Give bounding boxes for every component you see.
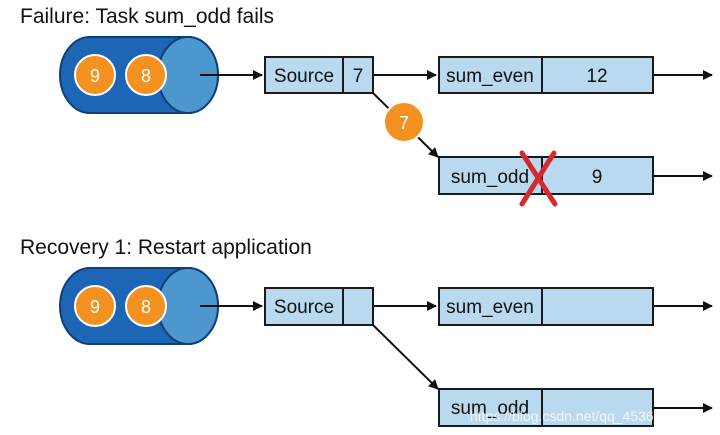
failure-x-icon — [519, 150, 558, 207]
input-queue: 9 8 — [59, 36, 219, 114]
sum-even-label-box — [438, 287, 543, 326]
sum-even-state-box — [541, 287, 654, 326]
source-state: 7 — [353, 66, 364, 87]
recovery-panel: Recovery 1: Restart application 9 8 Sour… — [20, 236, 713, 427]
recovery-title: Recovery 1: Restart application — [20, 236, 312, 259]
watermark: https://blog.csdn.net/qq_45366017 — [470, 408, 685, 424]
sum-even-task: sum_even — [438, 287, 654, 326]
source-state-box — [342, 56, 374, 94]
input-queue: 9 8 — [59, 267, 219, 345]
queue-ball-label: 9 — [90, 66, 100, 86]
source-state-box — [342, 287, 374, 326]
queue-ball — [74, 54, 116, 96]
sum-odd-state: 9 — [592, 167, 603, 188]
sum-even-task: sum_even 12 — [438, 56, 654, 94]
source-label: Source — [274, 297, 334, 318]
failure-panel: Failure: Task sum_odd fails 9 8 Source 7… — [20, 5, 713, 207]
sum-odd-task: sum_odd 9 — [438, 150, 654, 207]
source-task: Source 7 — [264, 56, 374, 94]
in-flight-ball-label: 7 — [399, 113, 409, 133]
queue-ball — [125, 54, 167, 96]
queue-ball — [74, 285, 116, 327]
sum-odd-state-box — [541, 388, 654, 427]
sum-even-state: 12 — [586, 66, 607, 87]
queue-ball-label: 8 — [141, 66, 151, 86]
source-label-box — [264, 56, 344, 94]
source-task: Source — [264, 287, 374, 326]
in-flight-record: 7 — [383, 101, 425, 143]
sum-odd-label: sum_odd — [451, 167, 529, 188]
queue-ball-label: 8 — [141, 297, 151, 317]
source-to-odd-arrow — [371, 323, 439, 390]
sum-even-label: sum_even — [446, 66, 534, 87]
sum-even-label-box — [438, 56, 543, 94]
sum-odd-label: sum_odd — [451, 398, 529, 419]
sum-even-label: sum_even — [446, 297, 534, 318]
queue-ball — [125, 285, 167, 327]
sum-odd-state-box — [541, 156, 654, 195]
source-label: Source — [274, 66, 334, 87]
queue-ball-label: 9 — [90, 297, 100, 317]
in-flight-ball — [383, 101, 425, 143]
failure-title: Failure: Task sum_odd fails — [20, 5, 274, 28]
sum-odd-label-box — [438, 156, 543, 195]
sum-odd-task: sum_odd — [438, 388, 654, 427]
